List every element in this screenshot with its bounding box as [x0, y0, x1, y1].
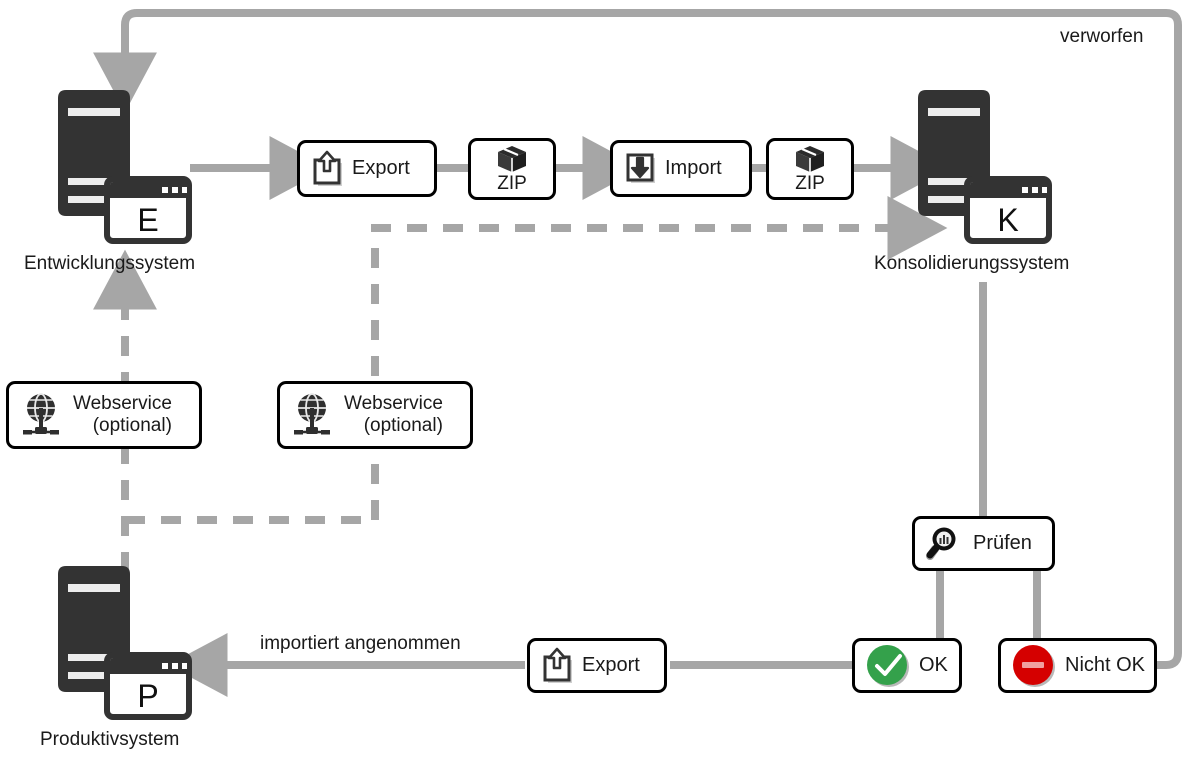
edge-webservice-right-to-konsolidierung: [371, 196, 948, 520]
edge-label-importiert-angenommen: importiert angenommen: [260, 633, 461, 654]
node-export-bottom[interactable]: Export: [527, 638, 667, 693]
package-icon: [498, 146, 526, 173]
caption-konsolidierungssystem: Konsolidierungssystem: [874, 253, 1070, 274]
window-badge-konsolidierungssystem: K: [964, 176, 1052, 244]
node-label: OK: [919, 654, 948, 676]
node-label: ZIP: [795, 173, 825, 195]
minus-circle-icon: [1013, 644, 1055, 687]
globe-network-icon: [294, 393, 330, 435]
node-label: Nicht OK: [1065, 654, 1146, 676]
badge-letter: P: [137, 678, 158, 714]
node-label: Prüfen: [973, 532, 1032, 554]
caption-entwicklungssystem: Entwicklungssystem: [24, 253, 196, 274]
export-icon: [543, 647, 572, 683]
node-import[interactable]: Import: [610, 140, 752, 197]
badge-letter: E: [137, 202, 158, 238]
window-badge-entwicklungssystem: E: [104, 176, 192, 244]
node-ok[interactable]: OK: [852, 638, 962, 693]
import-icon: [626, 153, 655, 183]
node-label: Export: [352, 157, 410, 179]
node-zip-2[interactable]: ZIP: [766, 138, 854, 200]
node-label: Export: [582, 654, 640, 676]
badge-letter: K: [997, 202, 1018, 238]
node-export-top[interactable]: Export: [297, 140, 437, 197]
check-circle-icon: [867, 644, 909, 687]
export-icon: [313, 150, 342, 186]
node-pruefen[interactable]: Prüfen: [912, 516, 1055, 571]
node-zip-1[interactable]: ZIP: [468, 138, 556, 200]
edge-verworfen: [93, 9, 1182, 669]
window-badge-produktivsystem: P: [104, 652, 192, 720]
node-label: Import: [665, 157, 722, 179]
node-webservice-right[interactable]: Webservice (optional): [277, 381, 473, 449]
node-label: ZIP: [497, 173, 527, 195]
node-label: Webservice (optional): [344, 392, 443, 436]
edge-label-verworfen: verworfen: [1060, 26, 1144, 47]
node-label: Webservice (optional): [73, 392, 172, 436]
node-nicht-ok[interactable]: Nicht OK: [998, 638, 1157, 693]
node-webservice-left[interactable]: Webservice (optional): [6, 381, 202, 449]
globe-network-icon: [23, 393, 59, 435]
package-icon: [796, 146, 824, 173]
caption-produktivsystem: Produktivsystem: [40, 729, 180, 750]
magnifier-chart-icon: [926, 527, 956, 560]
